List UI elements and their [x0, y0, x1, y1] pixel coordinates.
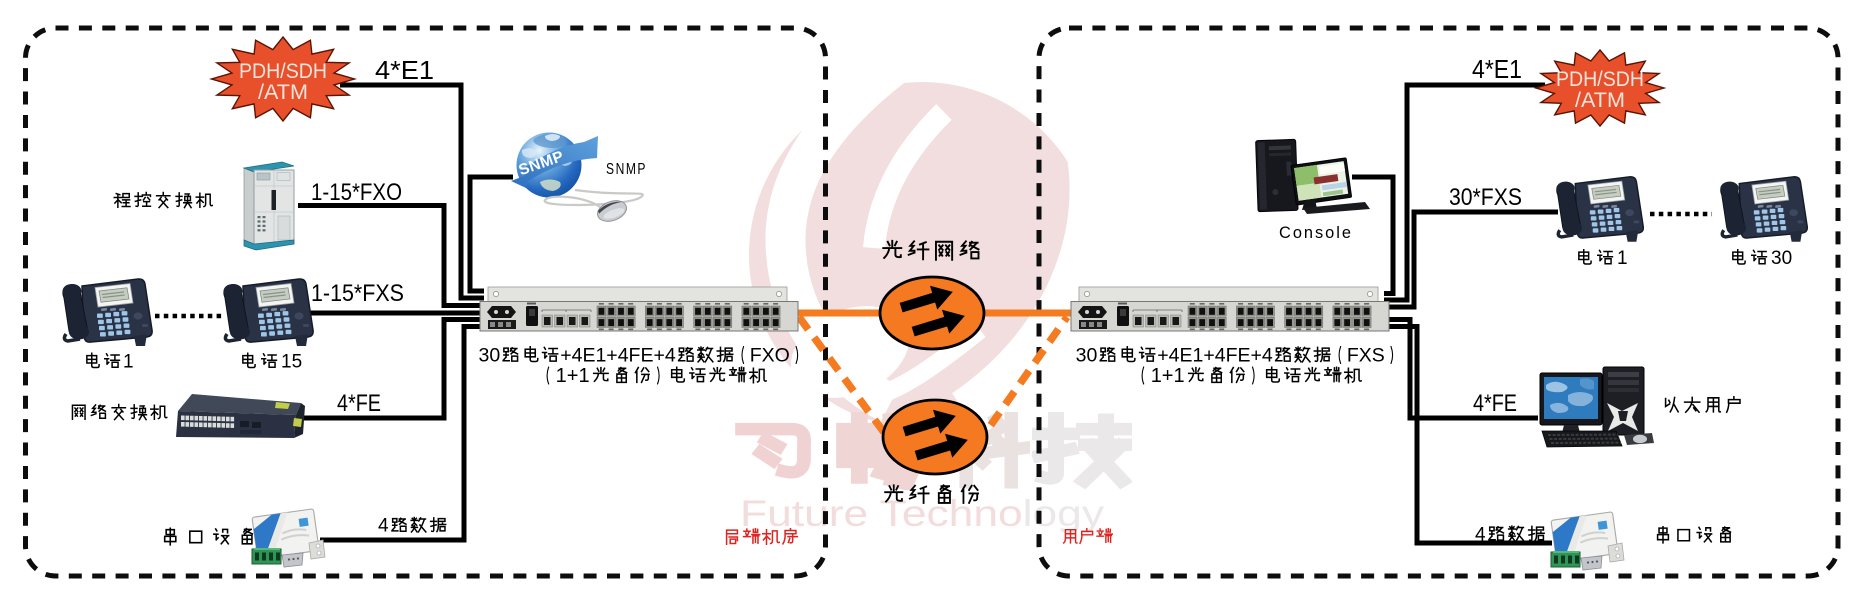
svg-text:PDH/SDH: PDH/SDH: [239, 60, 327, 83]
svg-text:1: 1: [1617, 248, 1628, 269]
svg-text:1+1: 1+1: [556, 365, 590, 387]
svg-text:30: 30: [479, 344, 501, 366]
svg-text:4*E1: 4*E1: [1472, 54, 1522, 84]
svg-text:logy: logy: [1023, 493, 1105, 534]
svg-text:+4E1+4FE+4: +4E1+4FE+4: [1157, 344, 1273, 366]
svg-text:30: 30: [1076, 344, 1098, 366]
svg-text:Console: Console: [1279, 224, 1353, 242]
svg-text:1-15*FXS: 1-15*FXS: [311, 280, 404, 307]
svg-text:30: 30: [1771, 248, 1792, 269]
svg-text:FXO: FXO: [750, 344, 790, 366]
svg-text:SNMP: SNMP: [606, 161, 647, 178]
svg-text:4*FE: 4*FE: [337, 390, 381, 417]
svg-text:30*FXS: 30*FXS: [1449, 184, 1522, 211]
svg-text:1-15*FXO: 1-15*FXO: [311, 179, 402, 206]
svg-text:1+1: 1+1: [1151, 365, 1185, 387]
svg-text:/ATM: /ATM: [1575, 89, 1625, 112]
svg-text:4: 4: [378, 516, 389, 537]
svg-text:4*FE: 4*FE: [1473, 390, 1517, 417]
svg-text:1: 1: [123, 352, 134, 373]
svg-text:PDH/SDH: PDH/SDH: [1556, 68, 1644, 91]
svg-text:FXS: FXS: [1347, 344, 1385, 366]
svg-text:15: 15: [281, 352, 302, 373]
svg-text:4*E1: 4*E1: [375, 55, 434, 85]
svg-text:4: 4: [1475, 524, 1486, 545]
svg-text:Future Techno: Future Techno: [740, 493, 1023, 534]
svg-text:+4E1+4FE+4: +4E1+4FE+4: [560, 344, 676, 366]
svg-text:/ATM: /ATM: [258, 81, 308, 104]
